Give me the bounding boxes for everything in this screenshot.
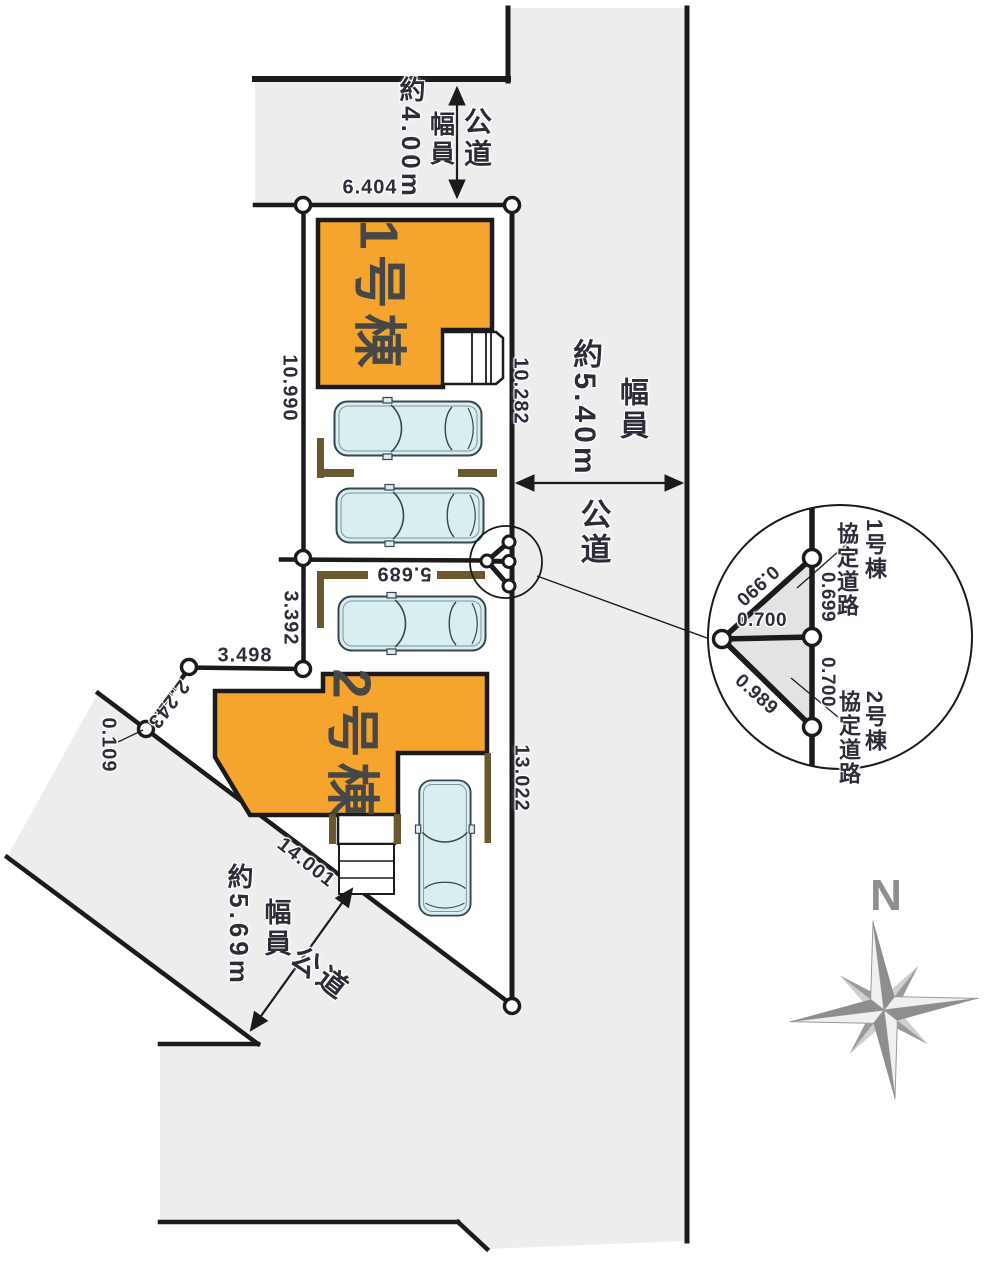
detail-leader-line [536,575,708,639]
dim-lot1-east: 10.282 [509,357,532,425]
building-2-shape [212,671,490,818]
dim-lot2-corner: 0.109 [97,717,120,773]
north-road-fukuin-label: 幅員 [426,111,455,169]
corner-dim-leader [117,729,144,743]
east-road-type-label: 公道 [575,498,611,568]
detail-source-circle [469,525,543,599]
road-areas [7,8,687,1249]
building-2-label: 2号棟 [321,668,382,822]
boundary-lines [3,5,690,1253]
road-southwest-area [7,693,512,1044]
building-2-steps [336,813,397,895]
car-top-view [335,483,485,548]
road-south-area [160,1044,687,1249]
dim-lot1-west: 10.990 [278,354,301,422]
north-road-type-label: 公道 [461,107,492,171]
detail-label2-building: 2号棟 [862,690,887,754]
road-north-area [255,8,687,205]
building-1-shape [315,217,495,390]
detail-label2-road: 協定道路 [836,690,861,786]
detail-label1-building: 1号棟 [862,518,887,582]
compass-north-label: N [870,871,902,920]
road-east-area [512,205,687,1240]
car-top-view [414,779,476,917]
fence-walls [317,438,497,844]
dim-between-lots: 5.689 [376,562,432,585]
southwest-road-width-value: 約5.69m [224,863,254,987]
car-top-view [333,396,483,461]
detail-dim-middle: 0.700 [736,610,788,631]
detail-dim-lower-vertical: 0.700 [817,656,838,708]
compass-rose [789,920,979,1100]
building-1-porch [441,330,505,386]
dim-lot2-east: 13.022 [510,744,533,812]
dim-lot2-west: 3.392 [279,590,302,646]
detail-magnified-circle [707,504,973,770]
north-road-width-value: 約4.00m [396,76,426,200]
compass-cardinal-points [789,920,979,1100]
dim-lot2-north-step: 3.498 [217,644,273,667]
vertex-markers [136,195,522,1016]
car-top-view [337,591,487,656]
dim-frontage-north: 6.404 [342,176,398,199]
dimension-arrows [117,85,685,1032]
east-road-width-value: 約5.40m [568,338,601,478]
east-road-fukuin-label: 幅員 [615,377,648,443]
southwest-road-width-arrow [249,887,354,1032]
building-1-label: 1号棟 [348,219,409,373]
southwest-road-fukuin-label: 幅員 [260,898,291,960]
detail-label1-road: 協定道路 [834,522,859,618]
